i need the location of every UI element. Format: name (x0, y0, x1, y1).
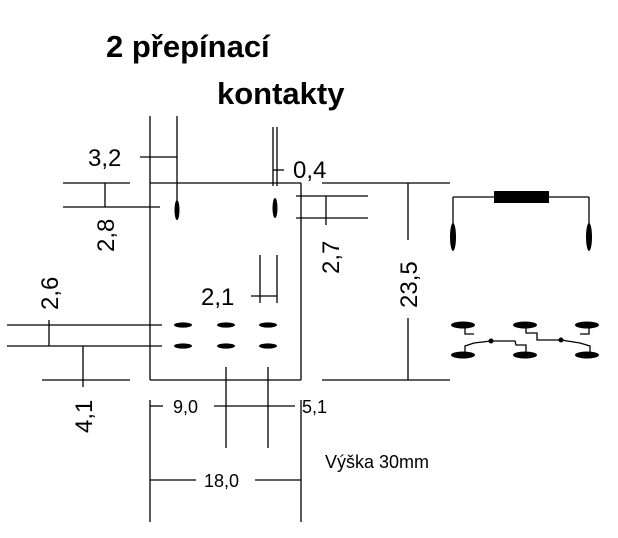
dim-label-5-1: 5,1 (302, 397, 327, 417)
dim-half-width: 9,0 5,1 (149, 367, 327, 522)
dim-pin-row-top: 2,8 (63, 182, 160, 252)
dim-pin-spacing-small: 2,1 (201, 255, 278, 311)
contact-pin (259, 343, 277, 349)
dim-label-0-4: 0,4 (293, 157, 326, 184)
coil-pins (174, 198, 278, 220)
dim-label-4-1: 4,1 (71, 400, 98, 433)
dim-label-18-0: 18,0 (204, 471, 239, 491)
dim-label-2-7: 2,7 (318, 241, 345, 274)
dim-body-height: 23,5 (322, 182, 450, 381)
dim-label-3-2: 3,2 (88, 145, 121, 172)
contact-pin (217, 343, 235, 349)
dim-label-23-5: 23,5 (396, 261, 423, 308)
dim-bottom-offset: 4,1 (42, 346, 130, 433)
height-note: Výška 30mm (325, 452, 429, 472)
title-line-2: kontakty (217, 76, 345, 111)
coil-symbol (450, 191, 592, 251)
relay-body (149, 182, 302, 381)
dim-label-2-8: 2,8 (93, 219, 120, 252)
contact-pin (259, 322, 277, 328)
coil-pin-right (272, 198, 278, 218)
contact-pin (217, 322, 235, 328)
coil-pin-left (174, 200, 180, 220)
dim-label-2-6: 2,6 (37, 277, 64, 310)
dim-label-2-1: 2,1 (201, 284, 234, 311)
dim-label-9-0: 9,0 (173, 397, 198, 417)
contact-pin (174, 343, 192, 349)
title-line-1: 2 přepínací (106, 29, 271, 64)
dim-body-width: 18,0 (150, 471, 301, 491)
dim-pin-offset-top: 3,2 (88, 116, 178, 200)
contact-switch-symbol (451, 321, 599, 359)
dim-pin-width: 0,4 (272, 127, 326, 186)
dim-row-spacing: 2,6 (7, 277, 162, 347)
contact-pin (174, 322, 192, 328)
contact-pins (174, 322, 277, 349)
dim-pin-row-right: 2,7 (296, 195, 368, 274)
